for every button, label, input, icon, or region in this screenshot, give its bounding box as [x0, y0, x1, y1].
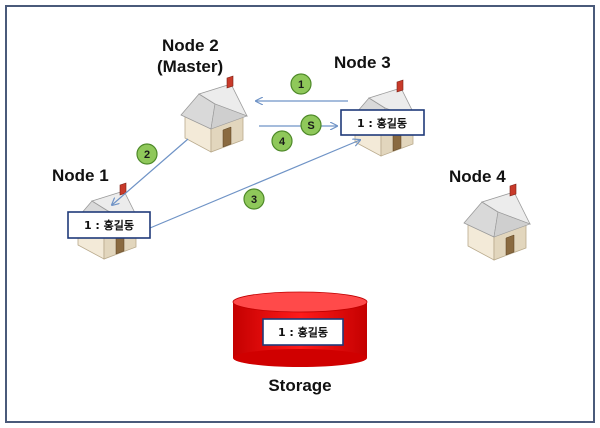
- svg-text:3: 3: [251, 194, 257, 206]
- storage-label: Storage: [268, 376, 331, 395]
- svg-text:S: S: [307, 120, 314, 132]
- arrow-step-3: [149, 140, 360, 229]
- node-1-record-box: 1 : 홍길동: [67, 211, 151, 239]
- step-1-badge: 1: [290, 73, 312, 95]
- step-2-badge: 2: [136, 143, 158, 165]
- arrow-step-2: [112, 138, 189, 205]
- node-3-label: Node 3: [334, 53, 391, 72]
- step-3-badge: 3: [243, 188, 265, 210]
- storage-record-box: 1 : 홍길동: [262, 318, 344, 346]
- step-4-badge: 4: [271, 130, 293, 152]
- svg-text:1 : 홍길동: 1 : 홍길동: [278, 325, 328, 339]
- node-1-label: Node 1: [52, 166, 109, 185]
- svg-text:2: 2: [144, 149, 150, 161]
- node-2-label: Node 2: [162, 36, 219, 55]
- svg-text:1 : 홍길동: 1 : 홍길동: [84, 218, 134, 232]
- node-3-record-box: 1 : 홍길동: [340, 109, 425, 136]
- svg-text:1: 1: [298, 79, 304, 91]
- svg-text:4: 4: [279, 136, 286, 148]
- node-2-sublabel: (Master): [157, 57, 223, 76]
- node-4-label: Node 4: [449, 167, 506, 186]
- step-s-badge: S: [300, 114, 322, 136]
- svg-text:1 : 홍길동: 1 : 홍길동: [357, 116, 407, 130]
